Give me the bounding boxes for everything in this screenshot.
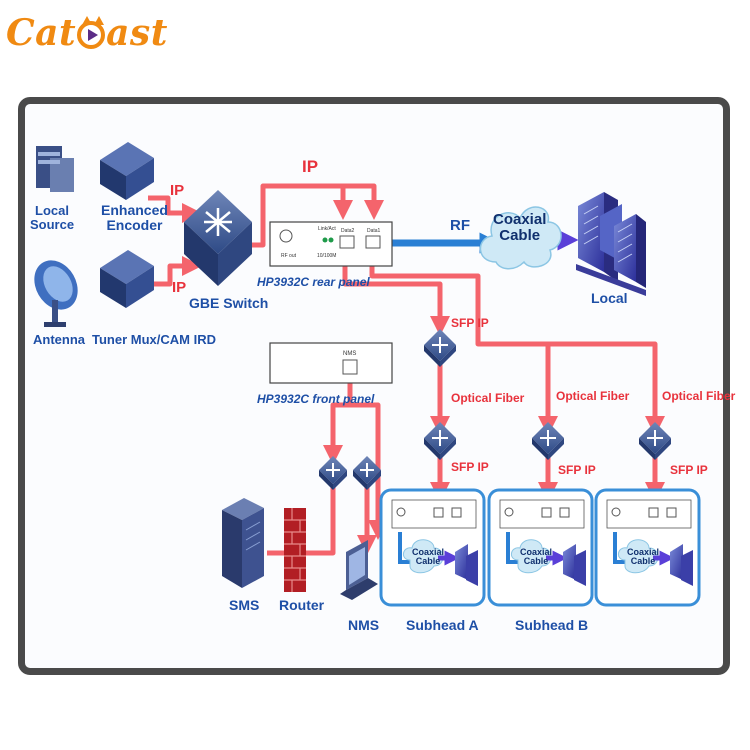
local-label: Local xyxy=(591,290,628,306)
ip-label-2: IP xyxy=(172,279,187,296)
gbe-switch-icon xyxy=(184,190,252,286)
rf-label: RF xyxy=(450,217,470,234)
subhead-b-box xyxy=(487,488,594,607)
sms-label: SMS xyxy=(229,597,260,613)
brand-logo-text-a: Cat xyxy=(6,12,77,54)
cat-ear-icon xyxy=(94,16,105,25)
sfp-ip-c-label: SFP IP xyxy=(670,463,708,477)
speed-label: 10/100M xyxy=(317,253,337,259)
tuner-mux-label: Tuner Mux/CAM IRD xyxy=(92,332,216,347)
mux-to-switch-link xyxy=(148,256,202,287)
fiber-switch-c-icon xyxy=(639,422,671,460)
local-source-server-icon xyxy=(36,146,74,192)
rear-panel-device xyxy=(269,221,393,267)
encoder-icon xyxy=(100,142,154,200)
sfp-ip-b-label: SFP IP xyxy=(558,463,596,477)
front-panel-device xyxy=(269,342,393,384)
mgmt-switch-1-icon xyxy=(319,456,347,490)
tuner-mux-icon xyxy=(100,250,154,308)
sfp-ip-a-label: SFP IP xyxy=(451,460,489,474)
rear-panel-to-sfp-link xyxy=(342,258,450,336)
subhead-a-label: Subhead A xyxy=(406,617,479,633)
cloud-icon xyxy=(479,206,562,270)
link-act-label: Link/Act xyxy=(318,226,336,232)
subhead-a-box xyxy=(379,488,486,607)
brand-logo-text-b: ast xyxy=(106,12,168,54)
sms-server-icon xyxy=(222,498,264,588)
firewall-icon xyxy=(284,508,306,592)
router-label: Router xyxy=(279,597,325,613)
optical-fiber-label-3: Optical Fiber xyxy=(662,389,736,403)
gbe-switch-label: GBE Switch xyxy=(189,295,269,311)
rf-out-label: RF out xyxy=(281,253,297,259)
front-panel-to-switch2-link xyxy=(350,402,388,540)
sfp-ip-top-label: SFP IP xyxy=(451,316,489,330)
satellite-dish-icon xyxy=(34,260,78,327)
nms-port-label: NMS xyxy=(343,351,357,357)
subhead-b-label: Subhead B xyxy=(515,617,589,633)
rear-panel-label: HP3932C rear panel xyxy=(257,275,370,289)
switch-to-data2-link xyxy=(263,183,353,220)
antenna-label: Antenna xyxy=(33,332,85,347)
data2-label: Data2 xyxy=(341,228,355,234)
optical-fiber-label-1: Optical Fiber xyxy=(451,391,525,405)
data1-label: Data1 xyxy=(367,228,381,234)
sfp-switch-icon xyxy=(424,329,456,367)
ip-links xyxy=(148,183,665,556)
ip-label-top: IP xyxy=(302,157,319,176)
rear-panel-to-subheads-link xyxy=(369,258,665,436)
cat-ear-icon xyxy=(82,16,93,25)
nms-label: NMS xyxy=(348,617,380,633)
laptop-icon xyxy=(340,540,378,600)
ip-label-1: IP xyxy=(170,182,185,199)
front-panel-label: HP3932C front panel xyxy=(257,392,375,406)
building-icon xyxy=(576,192,646,296)
fiber-switch-a-icon xyxy=(424,422,456,460)
optical-fiber-label-2: Optical Fiber xyxy=(556,389,630,403)
trunk-to-subhead-b-link xyxy=(478,341,558,436)
subhead-c-box xyxy=(594,488,701,607)
encoder-to-switch-link xyxy=(148,195,202,223)
play-icon xyxy=(77,16,106,49)
fiber-switch-b-icon xyxy=(532,422,564,460)
front-panel-to-switches-link xyxy=(323,383,353,465)
mgmt-switch-2-icon xyxy=(353,456,381,490)
